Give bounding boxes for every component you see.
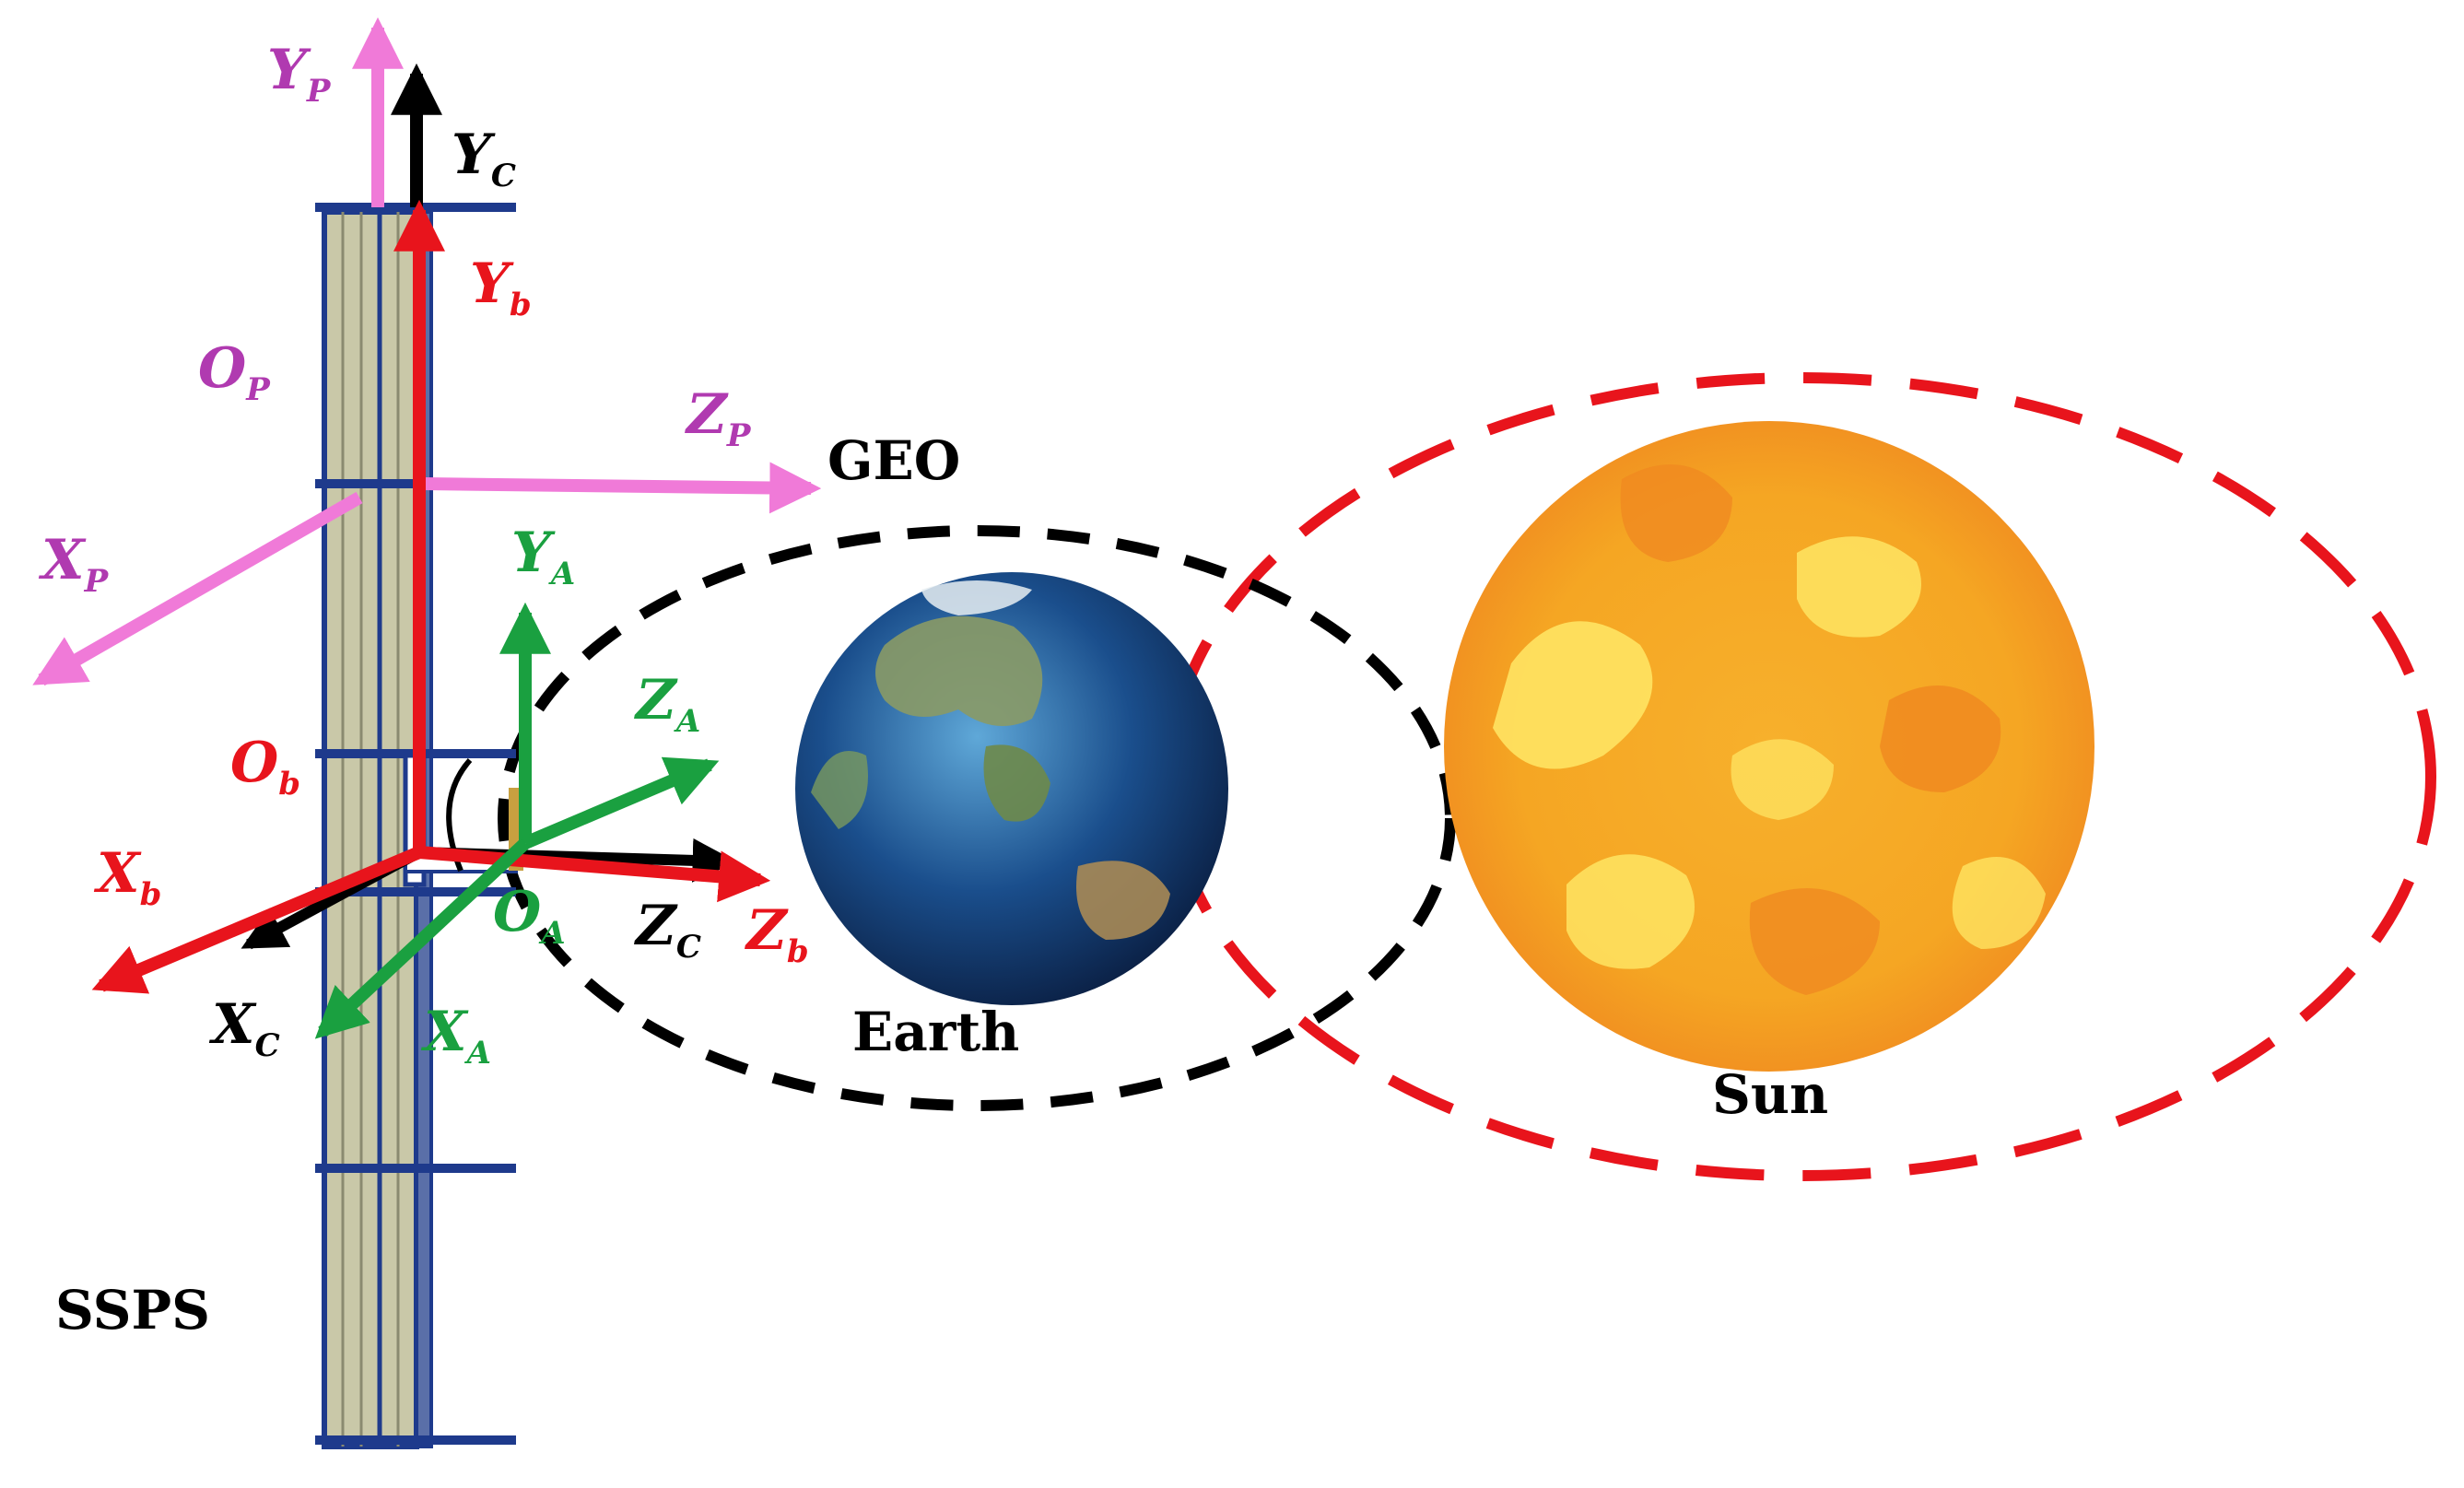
label-yc: YC bbox=[452, 123, 516, 194]
label-op: OP bbox=[198, 336, 271, 408]
label-za: ZA bbox=[634, 668, 700, 740]
axis-zp bbox=[423, 462, 822, 514]
sun-icon bbox=[1444, 421, 2094, 1072]
label-ya: YA bbox=[511, 521, 575, 592]
label-xp: XP bbox=[38, 528, 110, 600]
axis-xp bbox=[32, 491, 363, 686]
label-earth: Earth bbox=[852, 1001, 1019, 1063]
label-xc: XC bbox=[208, 992, 280, 1064]
label-xb: Xb bbox=[93, 841, 161, 913]
label-zb: Zb bbox=[745, 898, 809, 970]
axis-zb bbox=[418, 846, 771, 903]
geo-orbit bbox=[498, 525, 1456, 1111]
label-yb: Yb bbox=[470, 252, 532, 323]
axis-xa bbox=[314, 838, 530, 1039]
label-geo: GEO bbox=[827, 429, 960, 492]
label-ob: Ob bbox=[230, 731, 300, 803]
axis-xb bbox=[91, 846, 422, 994]
label-zp: ZP bbox=[685, 382, 752, 454]
earth-icon bbox=[795, 572, 1228, 1005]
label-xa: XA bbox=[420, 1000, 491, 1072]
label-ssps: SSPS bbox=[55, 1279, 210, 1342]
label-zc: ZC bbox=[634, 894, 701, 966]
label-sun: Sun bbox=[1712, 1063, 1828, 1126]
label-oa: OA bbox=[493, 880, 566, 952]
axis-za bbox=[522, 756, 720, 849]
label-yp: YP bbox=[267, 38, 332, 110]
